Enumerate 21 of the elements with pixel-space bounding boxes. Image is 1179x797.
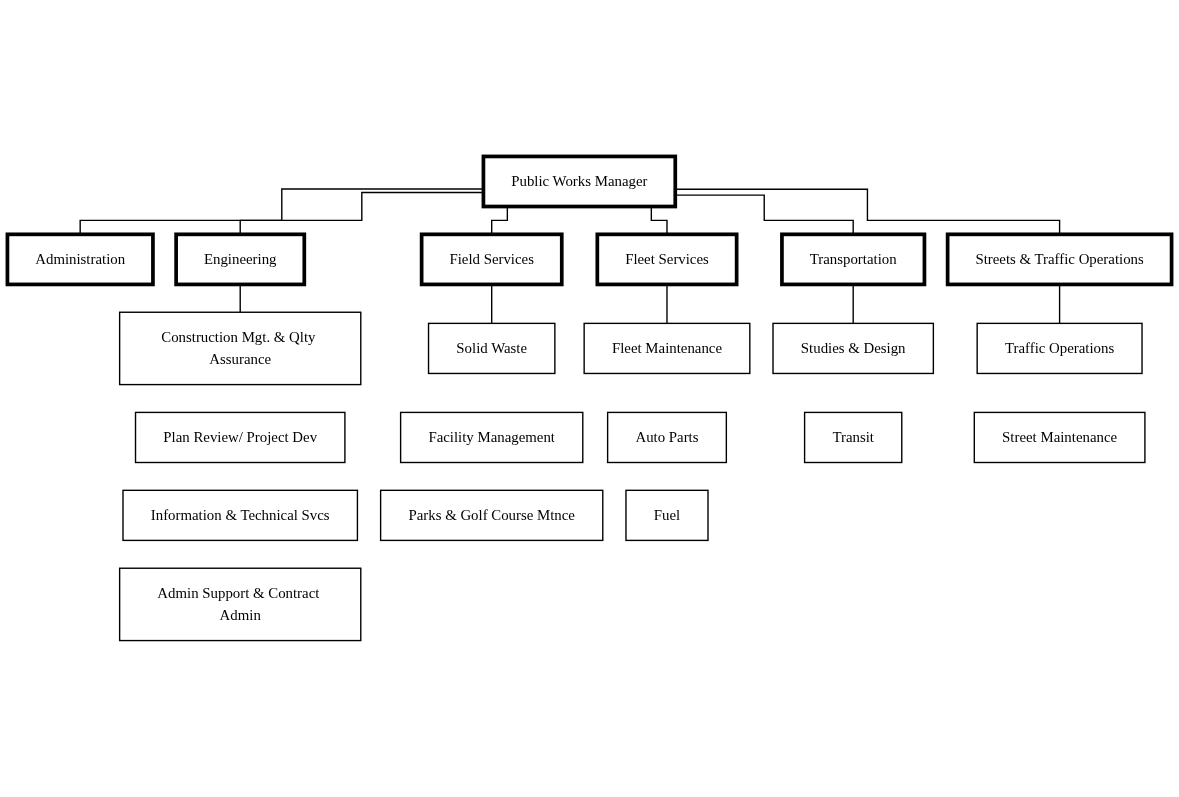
- node-box: Traffic Operations: [976, 322, 1143, 375]
- node-box: Plan Review/ Project Dev: [134, 411, 346, 464]
- node-box: Administration: [5, 232, 155, 287]
- node-box: Fleet Maintenance: [583, 322, 751, 375]
- node-box: Information & Technical Svcs: [122, 489, 359, 542]
- node-box: Solid Waste: [427, 322, 556, 375]
- node-box: Fleet Services: [595, 232, 739, 287]
- node-box: Public Works Manager: [481, 154, 678, 209]
- node-box: Facility Management: [399, 411, 584, 464]
- node-box: Streets & Traffic Operations: [945, 232, 1174, 287]
- node-box: Fuel: [625, 489, 709, 542]
- node-box: Street Maintenance: [973, 411, 1146, 464]
- node-box: Admin Support & Contract Admin: [118, 567, 362, 642]
- node-box: Auto Parts: [606, 411, 728, 464]
- node-box: Field Services: [419, 232, 564, 287]
- node-box: Studies & Design: [772, 322, 935, 375]
- node-box: Transportation: [780, 232, 927, 287]
- node-box: Engineering: [174, 232, 307, 287]
- node-box: Parks & Golf Course Mtnce: [379, 489, 604, 542]
- node-box: Transit: [803, 411, 903, 464]
- node-box: Construction Mgt. & Qlty Assurance: [118, 311, 362, 386]
